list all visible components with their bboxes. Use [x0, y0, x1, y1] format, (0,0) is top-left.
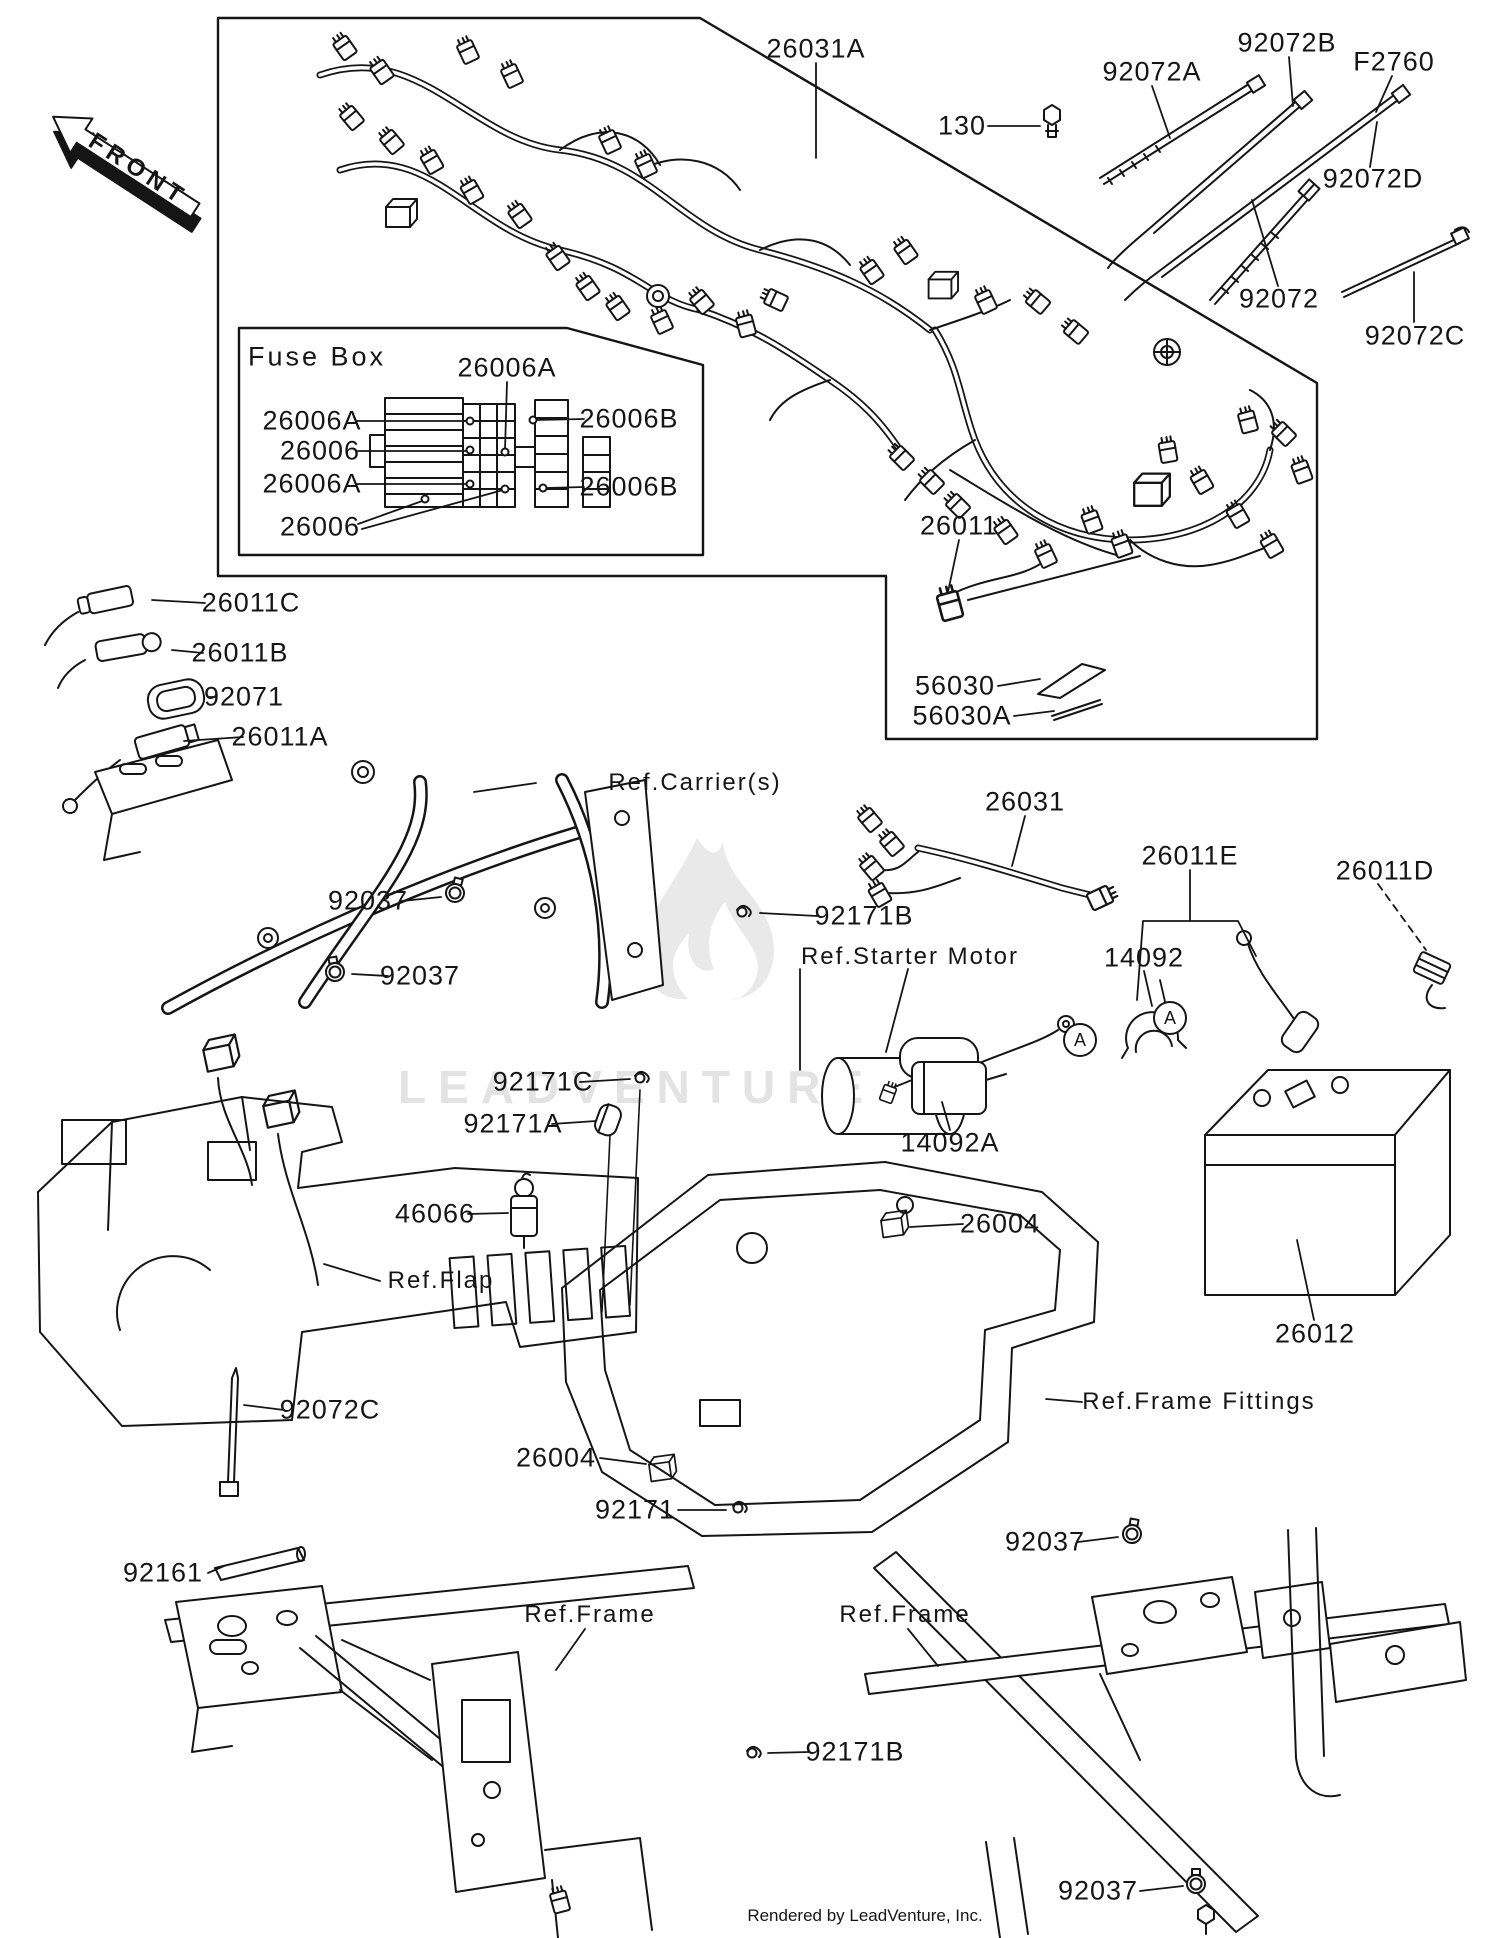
harness-enclosure-box: [216, 16, 1319, 741]
relays-27002: [200, 1033, 319, 1286]
clip-92171c: [634, 1070, 650, 1084]
plate-56030: [1037, 663, 1106, 721]
part-label-92037-4: 92037: [1057, 1875, 1139, 1906]
cable-ties: [1099, 74, 1470, 305]
part-label-92171b-1: 92171B: [814, 900, 914, 931]
part-label-26006b-2: 26006B: [579, 471, 679, 502]
detail-marker-a-1: A: [1063, 1023, 1097, 1057]
part-label-92171a: 92171A: [463, 1108, 563, 1139]
tie-92072c: [219, 1367, 239, 1497]
part-label-26012: 26012: [1274, 1318, 1356, 1349]
diode-26004-1: [879, 1209, 911, 1239]
part-label-14092: 14092: [1103, 942, 1185, 973]
part-label-92072c-2: 92072C: [279, 1394, 381, 1425]
ref-label-frame-fittings: Ref.Frame Fittings: [1082, 1388, 1316, 1415]
part-label-26006a-1: 26006A: [457, 352, 557, 383]
part-label-26011: 26011: [919, 510, 999, 541]
part-label-26006-2: 26006: [279, 511, 361, 542]
fuse-dots: [420, 415, 548, 504]
clamp-92037-3: [1120, 1516, 1145, 1546]
render-credit: Rendered by LeadVenture, Inc.: [747, 1906, 983, 1925]
ref-label-frame-right: Ref.Frame: [839, 1601, 971, 1628]
front-arrow: [52, 115, 202, 233]
part-label-56030a: 56030A: [912, 700, 1012, 731]
part-label-26031: 26031: [984, 786, 1066, 817]
sub-lead-parts: [44, 585, 206, 814]
lead-26011d: [1412, 951, 1452, 1010]
part-label-92037-3: 92037: [1004, 1526, 1086, 1557]
dashed-leader-26011d: [1377, 883, 1427, 951]
part-label-f2760: F2760: [1353, 46, 1435, 77]
frame-bottom-left: [164, 1565, 695, 1938]
part-label-46066: 46066: [394, 1198, 476, 1229]
part-label-26006b-1: 26006B: [579, 403, 679, 434]
frame-bottom-right: [864, 1527, 1467, 1938]
part-label-26004-2: 26004: [515, 1442, 597, 1473]
ref-label-frame-left: Ref.Frame: [524, 1601, 656, 1628]
part-label-92072: 92072: [1238, 283, 1320, 314]
part-label-26031a: 26031A: [766, 33, 866, 64]
part-label-92037-1: 92037: [327, 885, 409, 916]
part-label-56030: 56030: [914, 670, 996, 701]
main-wiring-harness: [320, 30, 1314, 623]
junction-14092a: [878, 1061, 1007, 1115]
part-label-92037-2: 92037: [379, 960, 461, 991]
fuse-box-title: Fuse Box: [247, 341, 387, 372]
part-label-92072b: 92072B: [1237, 27, 1337, 58]
bolt-130: [1043, 104, 1061, 138]
part-label-26006a-2: 26006A: [262, 405, 362, 436]
part-label-92171c: 92171C: [492, 1066, 594, 1097]
battery-cable-26011e: [1236, 930, 1320, 1054]
frame-fittings-tray: [561, 1161, 1099, 1537]
ref-label-carrier: Ref.Carrier(s): [608, 769, 782, 796]
interlock-46066: [510, 1172, 538, 1249]
part-label-26011a: 26011A: [231, 721, 329, 752]
part-label-92072a: 92072A: [1102, 56, 1202, 87]
fuse-box-inset: [237, 326, 705, 557]
part-label-14092a: 14092A: [900, 1127, 1000, 1158]
part-label-26011e: 26011E: [1141, 840, 1239, 871]
part-label-92171b-2: 92171B: [805, 1736, 905, 1767]
part-label-26006-1: 26006: [279, 435, 361, 466]
part-label-92072c-1: 92072C: [1364, 320, 1466, 351]
damper-92171a: [594, 1103, 622, 1137]
battery-26012: [1204, 1069, 1451, 1296]
ref-label-starter-motor: Ref.Starter Motor: [800, 943, 1020, 970]
part-label-130: 130: [937, 110, 987, 141]
pigtail-26031: [853, 802, 1120, 912]
leader-lines: [151, 56, 1415, 1892]
part-label-26011b: 26011B: [191, 637, 289, 668]
part-label-92072d: 92072D: [1322, 163, 1424, 194]
part-label-26011c: 26011C: [201, 587, 301, 618]
grommet-92071: [146, 678, 206, 720]
part-label-92161: 92161: [122, 1557, 204, 1588]
part-label-26004-1: 26004: [959, 1208, 1041, 1239]
part-label-92171: 92171: [594, 1494, 676, 1525]
detail-marker-a-2: A: [1153, 1001, 1187, 1035]
leadventure-watermark-text: LEADVENTURE: [398, 1061, 876, 1113]
carrier-frame: [94, 739, 664, 1008]
clamp-14092: [1121, 1011, 1187, 1059]
clip-92171b-2: [746, 1745, 762, 1759]
flap-panel: [37, 1096, 639, 1427]
part-label-92071: 92071: [203, 681, 285, 712]
ref-label-flap: Ref.Flap: [387, 1267, 495, 1294]
part-label-26006a-3: 26006A: [262, 468, 362, 499]
fuse-box-drawing: [369, 397, 611, 508]
leadventure-flame-watermark: [642, 838, 774, 1000]
pin-92161: [214, 1546, 306, 1581]
part-label-26011d: 26011D: [1335, 855, 1435, 886]
